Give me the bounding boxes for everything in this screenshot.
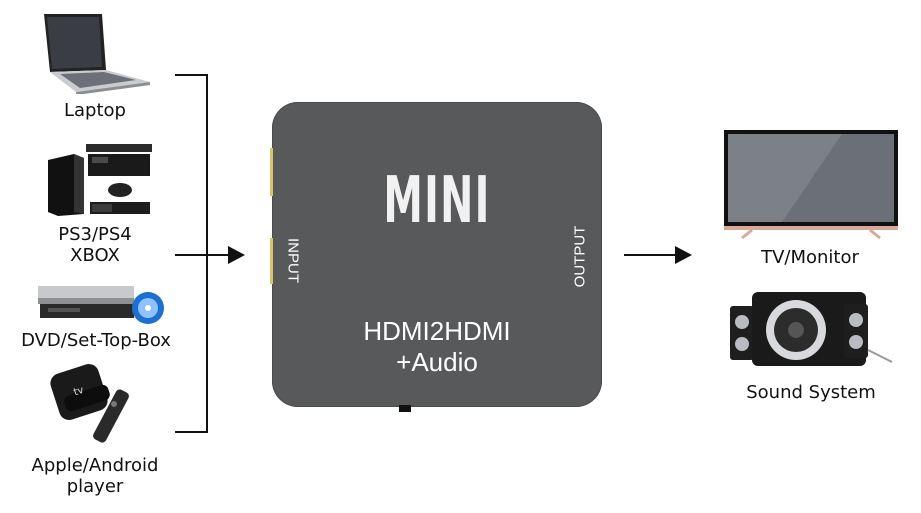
tv-icon	[722, 128, 900, 240]
media-player-label-line2: player	[66, 476, 124, 497]
console-label-line2: XBOX	[70, 245, 120, 266]
model-line1: HDMI2HDMI	[363, 316, 511, 346]
speaker-label: Sound System	[746, 382, 876, 403]
laptop-label: Laptop	[64, 100, 126, 121]
media-player-icon: tv	[48, 360, 144, 450]
input-label: INPUT	[284, 238, 302, 283]
game-console-icon	[44, 140, 156, 218]
output-arrowhead	[675, 246, 692, 264]
input-port-marker	[270, 148, 273, 196]
tv-label: TV/Monitor	[761, 247, 859, 268]
svg-text:tv: tv	[72, 385, 85, 399]
model-line2: +Audio	[396, 347, 478, 377]
input-arrowhead	[228, 246, 245, 264]
bracket-line	[175, 74, 208, 433]
input-port-marker-lower	[270, 238, 273, 284]
console-label-line1: PS3/PS4	[58, 224, 132, 245]
dvd-label: DVD/Set-Top-Box	[21, 330, 171, 351]
power-port	[399, 405, 411, 412]
laptop-icon	[36, 12, 154, 95]
converter-device: MINI HDMI2HDMI +Audio INPUT OUTPUT	[270, 102, 602, 407]
speaker-system-icon	[722, 290, 902, 370]
brand-logo: MINI	[383, 164, 491, 238]
output-label: OUTPUT	[571, 225, 589, 288]
dvd-player-icon	[36, 282, 168, 326]
media-player-label-line1: Apple/Android	[31, 455, 159, 476]
